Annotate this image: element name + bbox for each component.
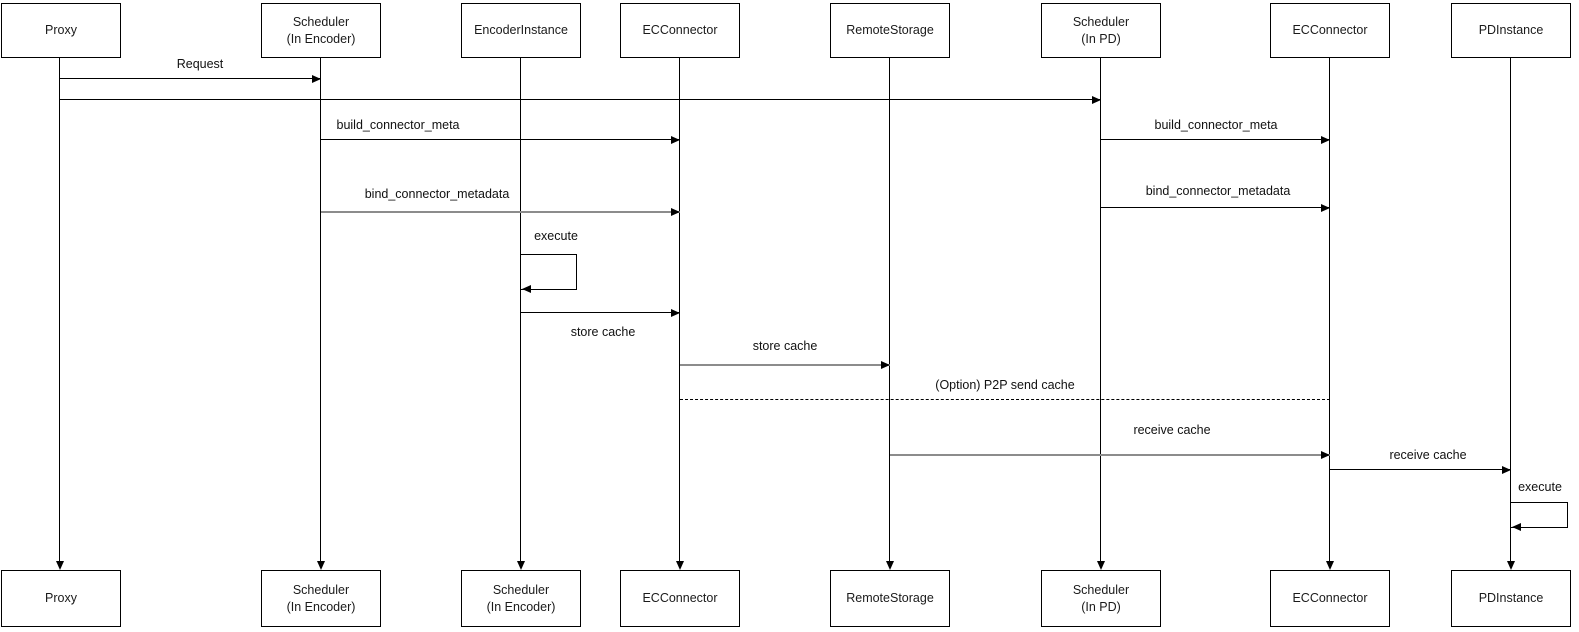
actor-bottom-ec-connector: ECConnector — [620, 570, 740, 627]
lifeline-scheduler-encoder — [320, 58, 322, 562]
message-execute-encoder-arrowhead — [522, 284, 531, 293]
actor-top-encoder-instance: EncoderInstance — [461, 3, 581, 58]
actor-bottom-pd-instance-label: PDInstance — [1478, 591, 1544, 606]
message-build-connector-meta-left-label: build_connector_meta — [336, 118, 460, 132]
message-proxy-to-scheduler-pd-line — [60, 99, 1101, 101]
lifeline-remote-storage — [889, 58, 891, 562]
message-store-cache-2-label: store cache — [752, 339, 818, 353]
message-store-cache-1-line — [521, 312, 680, 314]
message-p2p-send-cache-label: (Option) P2P send cache — [935, 378, 1075, 392]
message-receive-cache-1-line — [890, 454, 1330, 456]
actor-bottom-pd-instance: PDInstance — [1451, 570, 1571, 627]
actor-bottom-ec-connector-pd: ECConnector — [1270, 570, 1390, 627]
message-request-line — [60, 78, 321, 80]
actor-bottom-proxy: Proxy — [1, 570, 121, 627]
lifeline-end-arrow-scheduler-encoder — [316, 561, 325, 570]
lifeline-scheduler-pd — [1100, 58, 1102, 562]
actor-top-proxy-label: Proxy — [45, 23, 77, 38]
actor-bottom-remote-storage-label: RemoteStorage — [846, 591, 934, 606]
lifeline-proxy — [59, 58, 61, 562]
message-build-connector-meta-right-line — [1101, 139, 1330, 141]
actor-bottom-proxy-label: Proxy — [45, 591, 77, 606]
message-store-cache-1-label: store cache — [570, 325, 636, 339]
message-execute-encoder-label: execute — [534, 229, 578, 243]
actor-bottom-ec-connector-pd-label: ECConnector — [1292, 591, 1368, 606]
actor-top-scheduler-pd-label: Scheduler (In PD) — [1072, 14, 1130, 46]
message-receive-cache-2-line — [1330, 469, 1511, 471]
actor-top-ec-connector-pd-label: ECConnector — [1292, 23, 1368, 38]
message-p2p-send-cache-line — [680, 399, 1330, 401]
lifeline-encoder-instance — [520, 58, 522, 562]
message-receive-cache-2-arrowhead — [1502, 465, 1511, 474]
message-bind-connector-metadata-left-line — [321, 211, 680, 213]
message-store-cache-1-arrowhead — [671, 308, 680, 317]
message-bind-connector-metadata-left-label: bind_connector_metadata — [364, 187, 510, 201]
message-build-connector-meta-left-line — [321, 139, 680, 141]
actor-bottom-scheduler-encoder: Scheduler (In Encoder) — [261, 570, 381, 627]
actor-bottom-scheduler-encoder-label: Scheduler (In Encoder) — [286, 582, 356, 614]
lifeline-end-arrow-scheduler-pd — [1096, 561, 1105, 570]
message-execute-pd-arrowhead — [1512, 522, 1521, 531]
actor-top-pd-instance-label: PDInstance — [1478, 23, 1544, 38]
actor-bottom-scheduler-pd-label: Scheduler (In PD) — [1072, 582, 1130, 614]
message-proxy-to-scheduler-pd-arrowhead — [1092, 95, 1101, 104]
message-build-connector-meta-left-arrowhead — [671, 135, 680, 144]
actor-bottom-scheduler-pd: Scheduler (In PD) — [1041, 570, 1161, 627]
message-store-cache-2-line — [680, 364, 890, 366]
actor-top-scheduler-encoder-label: Scheduler (In Encoder) — [286, 14, 356, 46]
message-execute-encoder-self-loop — [521, 253, 577, 290]
actor-bottom-remote-storage: RemoteStorage — [830, 570, 950, 627]
lifeline-end-arrow-ec-connector-pd — [1325, 561, 1334, 570]
actor-top-proxy: Proxy — [1, 3, 121, 58]
lifeline-ec-connector-pd — [1329, 58, 1331, 562]
message-receive-cache-1-arrowhead — [1321, 450, 1330, 459]
message-receive-cache-1-label: receive cache — [1133, 423, 1211, 437]
message-bind-connector-metadata-left-arrowhead — [671, 207, 680, 216]
actor-top-pd-instance: PDInstance — [1451, 3, 1571, 58]
lifeline-end-arrow-encoder-instance — [516, 561, 525, 570]
lifeline-end-arrow-pd-instance — [1506, 561, 1515, 570]
actor-top-ec-connector-pd: ECConnector — [1270, 3, 1390, 58]
message-bind-connector-metadata-right-label: bind_connector_metadata — [1145, 184, 1291, 198]
lifeline-end-arrow-proxy — [55, 561, 64, 570]
message-bind-connector-metadata-right-line — [1101, 207, 1330, 209]
lifeline-pd-instance — [1510, 58, 1512, 562]
lifeline-end-arrow-remote-storage — [885, 561, 894, 570]
actor-top-remote-storage-label: RemoteStorage — [846, 23, 934, 38]
message-request-label: Request — [176, 57, 224, 71]
message-bind-connector-metadata-right-arrowhead — [1321, 203, 1330, 212]
actor-bottom-encoder-instance-label: Scheduler (In Encoder) — [486, 582, 556, 614]
actor-top-ec-connector-label: ECConnector — [642, 23, 718, 38]
actor-top-ec-connector: ECConnector — [620, 3, 740, 58]
message-execute-pd-self-loop — [1511, 501, 1568, 528]
actor-bottom-encoder-instance: Scheduler (In Encoder) — [461, 570, 581, 627]
lifeline-end-arrow-ec-connector — [675, 561, 684, 570]
message-store-cache-2-arrowhead — [881, 360, 890, 369]
actor-top-scheduler-pd: Scheduler (In PD) — [1041, 3, 1161, 58]
actor-bottom-ec-connector-label: ECConnector — [642, 591, 718, 606]
message-receive-cache-2-label: receive cache — [1389, 448, 1467, 462]
actor-top-scheduler-encoder: Scheduler (In Encoder) — [261, 3, 381, 58]
message-execute-pd-label: execute — [1518, 480, 1562, 494]
message-request-arrowhead — [312, 74, 321, 83]
actor-top-remote-storage: RemoteStorage — [830, 3, 950, 58]
message-build-connector-meta-right-arrowhead — [1321, 135, 1330, 144]
message-build-connector-meta-right-label: build_connector_meta — [1154, 118, 1278, 132]
actor-top-encoder-instance-label: EncoderInstance — [474, 23, 568, 38]
